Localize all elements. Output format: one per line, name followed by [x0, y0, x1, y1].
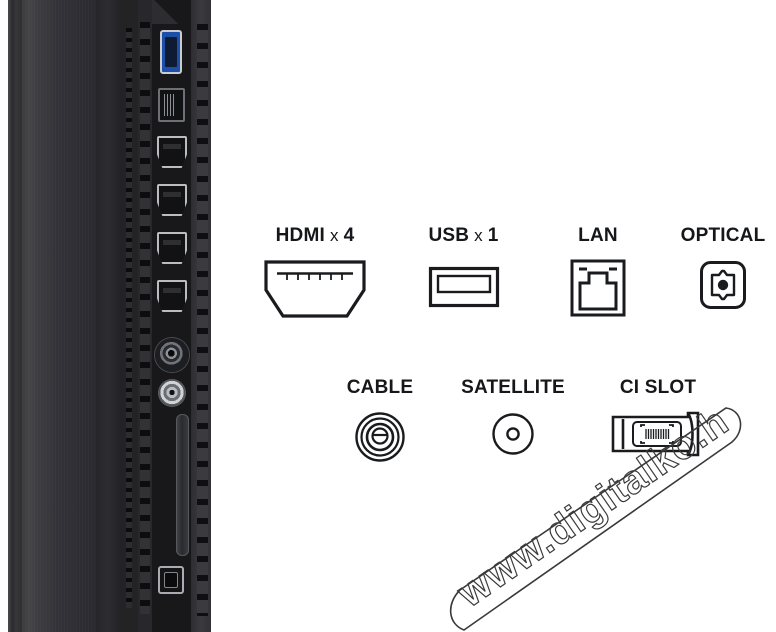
- ci-card-slot-icon: [583, 411, 733, 461]
- usb-label-name: USB: [428, 225, 470, 246]
- legend-item-satellite: SATELLITE: [433, 378, 593, 457]
- photo-lan-port: [158, 88, 185, 122]
- optical-label-name: OPTICAL: [680, 225, 766, 246]
- legend-item-hdmi: HDMI x 4: [235, 226, 395, 319]
- bezel-face: [22, 0, 96, 632]
- usb-qty-value: 1: [487, 225, 499, 246]
- lan-label: LAN: [533, 226, 663, 245]
- photo-hdmi-port-4: [157, 280, 187, 312]
- satellite-label: SATELLITE: [433, 378, 593, 397]
- usb-qty-prefix: x: [474, 226, 483, 245]
- legend-item-lan: LAN: [533, 226, 663, 317]
- optical-label: OPTICAL: [653, 226, 776, 245]
- legend-item-cable: CABLE: [315, 378, 445, 463]
- recess-chamfer: [152, 0, 191, 24]
- photo-ci-slot: [176, 414, 189, 556]
- photo-hdmi-port-3: [157, 232, 187, 264]
- vent-slot-column: [138, 0, 152, 632]
- photo-usb-port: [160, 30, 182, 74]
- bezel-recess-channel: [96, 0, 120, 632]
- usb-label: USB x 1: [391, 226, 536, 245]
- bezel-edge-highlight: [8, 0, 12, 632]
- tv-rear-panel-photo: [0, 0, 211, 632]
- lan-label-name: LAN: [578, 225, 618, 246]
- hdmi-label-name: HDMI: [275, 225, 325, 246]
- ventilation-column: [120, 0, 138, 632]
- coaxial-connector-icon: [315, 411, 445, 463]
- legend-item-usb: USB x 1: [391, 226, 536, 315]
- right-vent-column: [191, 0, 211, 632]
- lan-rj45-icon: [533, 259, 663, 317]
- ci-slot-label-name: CI SLOT: [619, 377, 697, 398]
- ci-slot-label: CI SLOT: [583, 378, 733, 397]
- cable-label: CABLE: [315, 378, 445, 397]
- legend-item-ci-slot: CI SLOT: [583, 378, 733, 461]
- photo-satellite-port: [159, 380, 185, 406]
- bezel-brush-texture: [22, 0, 96, 632]
- photo-hdmi-port-2: [157, 184, 187, 216]
- usb-port-icon: [391, 259, 536, 315]
- legend-item-optical: OPTICAL: [653, 226, 776, 311]
- satellite-f-connector-icon: [433, 411, 593, 457]
- photo-hdmi-port-1: [157, 136, 187, 168]
- photo-optical-port: [158, 566, 184, 594]
- hdmi-label: HDMI x 4: [235, 226, 395, 245]
- cable-label-name: CABLE: [346, 377, 414, 398]
- photo-left-margin: [0, 0, 8, 632]
- hdmi-qty-value: 4: [343, 225, 355, 246]
- optical-toslink-icon: [653, 259, 776, 311]
- satellite-label-name: SATELLITE: [461, 377, 565, 398]
- hdmi-qty-prefix: x: [329, 226, 339, 245]
- hdmi-port-icon: [235, 259, 395, 319]
- bezel-edge-shadow: [12, 0, 22, 632]
- connector-legend: HDMI x 4 USB: [211, 0, 776, 632]
- photo-cable-coax-port: [155, 338, 189, 372]
